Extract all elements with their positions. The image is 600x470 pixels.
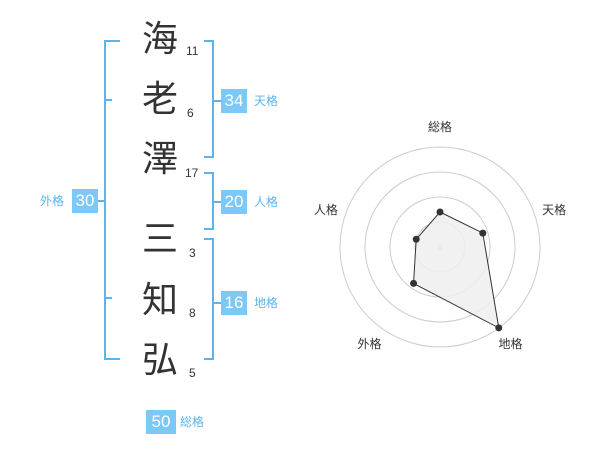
chikaku-bracket-arm (212, 302, 222, 304)
tenkaku-bracket-vertical (212, 40, 214, 158)
radar-axis-label: 地格 (499, 336, 523, 351)
name-char-5: 知 (141, 280, 178, 321)
jinkaku-bracket-top-tick (204, 172, 214, 174)
radar-area (413, 211, 500, 329)
jinkaku-bracket-arm (212, 201, 222, 203)
stroke-count-3: 17 (185, 166, 199, 180)
stroke-count-6: 5 (189, 366, 196, 380)
radar-axis-label: 天格 (542, 202, 566, 217)
gaikaku-bracket-mid-tick-1 (104, 99, 112, 101)
chikaku-bracket-top-tick (204, 238, 214, 240)
jinkaku-label: 人格 (254, 195, 279, 209)
name-char-3: 澤 (141, 139, 178, 180)
gaikaku-bracket-vertical (104, 40, 106, 360)
gaikaku-label: 外格 (40, 194, 65, 208)
chikaku-label: 地格 (254, 296, 279, 310)
gaikaku-badge: 30 (72, 189, 98, 213)
radar-axis-label: 総格 (428, 119, 452, 134)
jinkaku-bracket-bottom-tick (204, 228, 214, 230)
name-char-2: 老 (141, 79, 178, 120)
chikaku-badge: 16 (221, 291, 247, 315)
tenkaku-bracket-bottom-tick (204, 156, 214, 158)
stroke-count-4: 3 (189, 246, 196, 260)
gaikaku-bracket-top-tick (104, 40, 120, 42)
radar-point-5 (412, 235, 420, 243)
name-char-1: 海 (141, 19, 178, 60)
gaikaku-bracket-arm (96, 200, 104, 202)
radar-point-2 (479, 229, 487, 237)
radar-axis-label: 外格 (357, 336, 381, 351)
radar-grid-ring (364, 171, 516, 323)
tenkaku-badge: 34 (221, 89, 247, 113)
tenkaku-bracket-top-tick (204, 40, 214, 42)
stroke-count-1: 11 (186, 44, 199, 58)
chikaku-bracket-vertical (212, 238, 214, 360)
name-char-6: 弘 (141, 340, 178, 381)
radar-point-4 (410, 279, 418, 287)
jinkaku-badge: 20 (221, 190, 247, 214)
tenkaku-label: 天格 (254, 94, 279, 108)
stroke-count-5: 8 (189, 306, 196, 320)
tenkaku-bracket-arm (212, 100, 222, 102)
radar-grid-ring (339, 146, 541, 348)
name-char-4: 三 (141, 219, 178, 260)
soukaku-badge: 50 (146, 410, 176, 434)
gaikaku-bracket-bottom-tick (104, 358, 120, 360)
soukaku-label: 総格 (180, 415, 205, 429)
radar-point-3 (495, 324, 503, 332)
gaikaku-bracket-mid-tick-2 (104, 297, 112, 299)
chikaku-bracket-bottom-tick (204, 358, 214, 360)
radar-point-1 (436, 208, 444, 216)
stroke-count-2: 6 (187, 106, 194, 120)
radar-axis-label: 人格 (314, 202, 338, 217)
